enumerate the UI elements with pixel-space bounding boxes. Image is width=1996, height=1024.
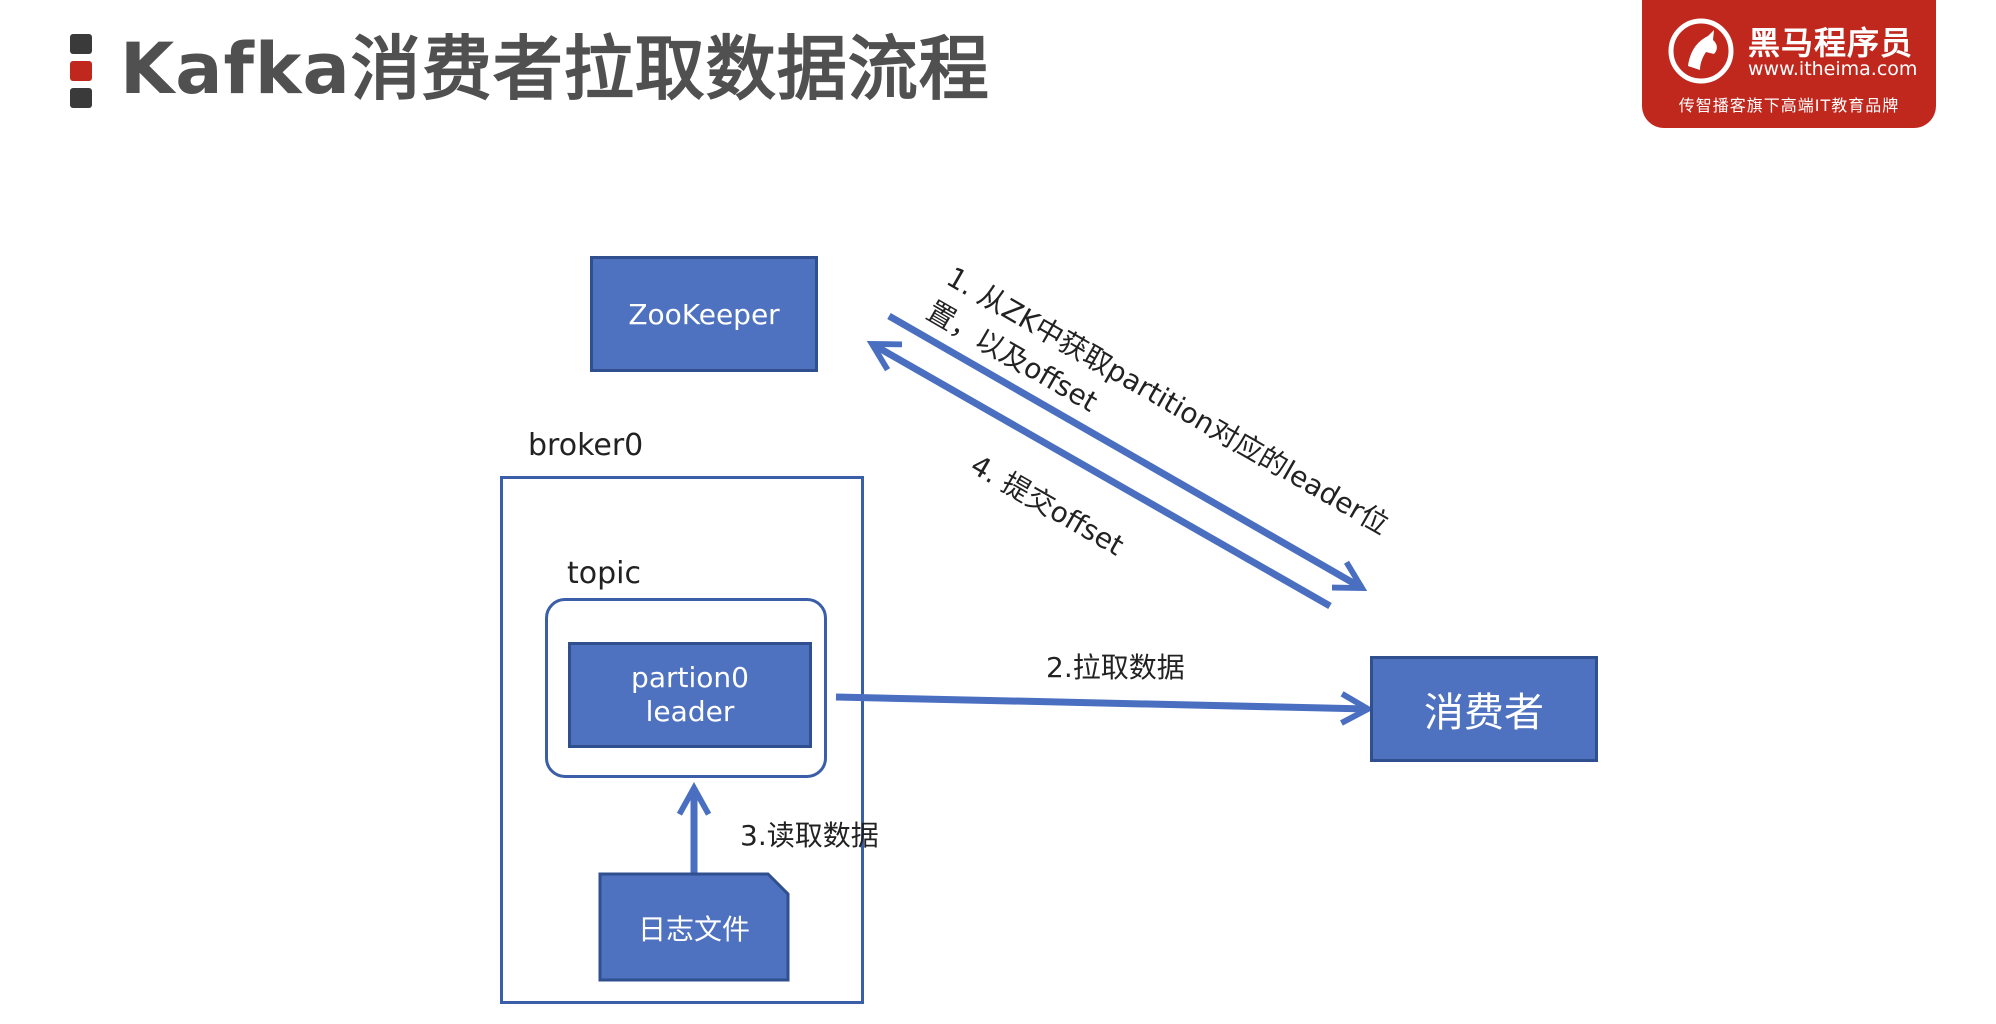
logo-name: 黑马程序员 xyxy=(1748,24,1914,62)
arrow-step4 xyxy=(872,340,1332,610)
topic-container xyxy=(545,598,827,778)
title-bullet-2 xyxy=(70,61,92,81)
zookeeper-node: ZooKeeper xyxy=(590,256,818,372)
partition-leader-node: partion0 leader xyxy=(568,642,812,748)
page-title: Kafka消费者拉取数据流程 xyxy=(120,28,990,110)
topic-label: topic xyxy=(567,556,641,591)
title-bullet-1 xyxy=(70,34,92,54)
step3-label: 3.读取数据 xyxy=(740,819,879,852)
log-file-node xyxy=(598,872,790,982)
broker-container xyxy=(500,476,864,1004)
log-file-label: 日志文件 xyxy=(637,913,750,946)
consumer-node: 消费者 xyxy=(1370,656,1598,762)
brand-logo: 黑马程序员 www.itheima.com 传智播客旗下高端IT教育品牌 xyxy=(1642,0,1936,128)
logo-url: www.itheima.com xyxy=(1748,58,1918,80)
horse-logo-icon xyxy=(1668,18,1734,84)
zookeeper-label: ZooKeeper xyxy=(628,297,780,331)
title-bullets xyxy=(70,34,92,108)
partition-label: partion0 xyxy=(631,661,749,694)
title-bullet-3 xyxy=(70,88,92,108)
broker-label: broker0 xyxy=(528,428,644,463)
arrow-step1 xyxy=(887,312,1362,592)
logo-slogan: 传智播客旗下高端IT教育品牌 xyxy=(1678,96,1900,115)
step2-label: 2.拉取数据 xyxy=(1046,651,1185,684)
leader-label: leader xyxy=(645,695,735,728)
consumer-label: 消费者 xyxy=(1424,690,1544,736)
arrow-step2 xyxy=(835,697,1368,709)
